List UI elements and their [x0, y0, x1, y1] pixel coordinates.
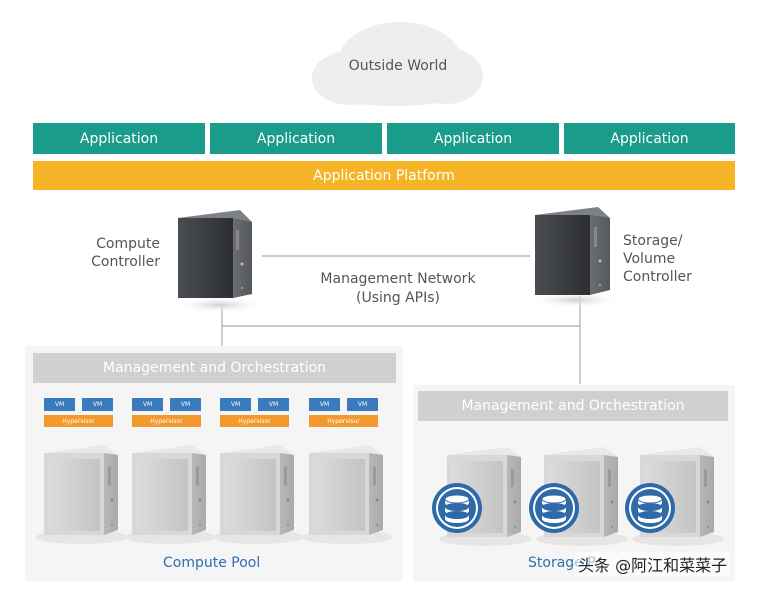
- storage-mgmt-orchestration-bar: Management and Orchestration: [418, 391, 728, 421]
- management-network-label: Management Network (Using APIs): [293, 270, 503, 308]
- compute-mgmt-orchestration-bar: Management and Orchestration: [33, 353, 396, 383]
- application-box-2: Application: [210, 123, 382, 154]
- vm-box: VM: [258, 398, 289, 411]
- compute-controller-label-line1: Compute: [96, 236, 160, 252]
- vm-box: VM: [44, 398, 75, 411]
- outside-world-label: Outside World: [348, 58, 448, 74]
- storage-controller-label-line2: Volume: [623, 251, 676, 267]
- compute-controller-label: Compute Controller: [88, 235, 160, 271]
- vm-box: VM: [220, 398, 251, 411]
- compute-controller-label-line2: Controller: [91, 254, 160, 270]
- management-network-line2: (Using APIs): [355, 290, 440, 306]
- hypervisor-box: Hypervisor: [309, 415, 378, 427]
- vm-box: VM: [170, 398, 201, 411]
- management-network-line1: Management Network: [320, 271, 476, 287]
- vm-box: VM: [347, 398, 378, 411]
- application-box-1: Application: [33, 123, 205, 154]
- hypervisor-box: Hypervisor: [44, 415, 113, 427]
- hypervisor-box: Hypervisor: [132, 415, 201, 427]
- vm-box: VM: [82, 398, 113, 411]
- compute-controller-server-icon: [172, 210, 268, 313]
- vm-box: VM: [309, 398, 340, 411]
- vm-box: VM: [132, 398, 163, 411]
- application-platform-bar: Application Platform: [33, 161, 735, 190]
- application-box-3: Application: [387, 123, 559, 154]
- watermark-text: 头条 @阿江和菜菜子: [575, 552, 731, 576]
- storage-controller-label-line3: Controller: [623, 269, 692, 285]
- storage-controller-label: Storage/ Volume Controller: [623, 232, 692, 286]
- compute-pool-label: Compute Pool: [163, 555, 261, 571]
- storage-controller-label-line1: Storage/: [623, 233, 683, 249]
- storage-controller-server-icon: [527, 207, 623, 308]
- network-lines: [221, 255, 581, 384]
- application-box-4: Application: [564, 123, 735, 154]
- hypervisor-box: Hypervisor: [220, 415, 289, 427]
- cloud-icon: [312, 22, 483, 106]
